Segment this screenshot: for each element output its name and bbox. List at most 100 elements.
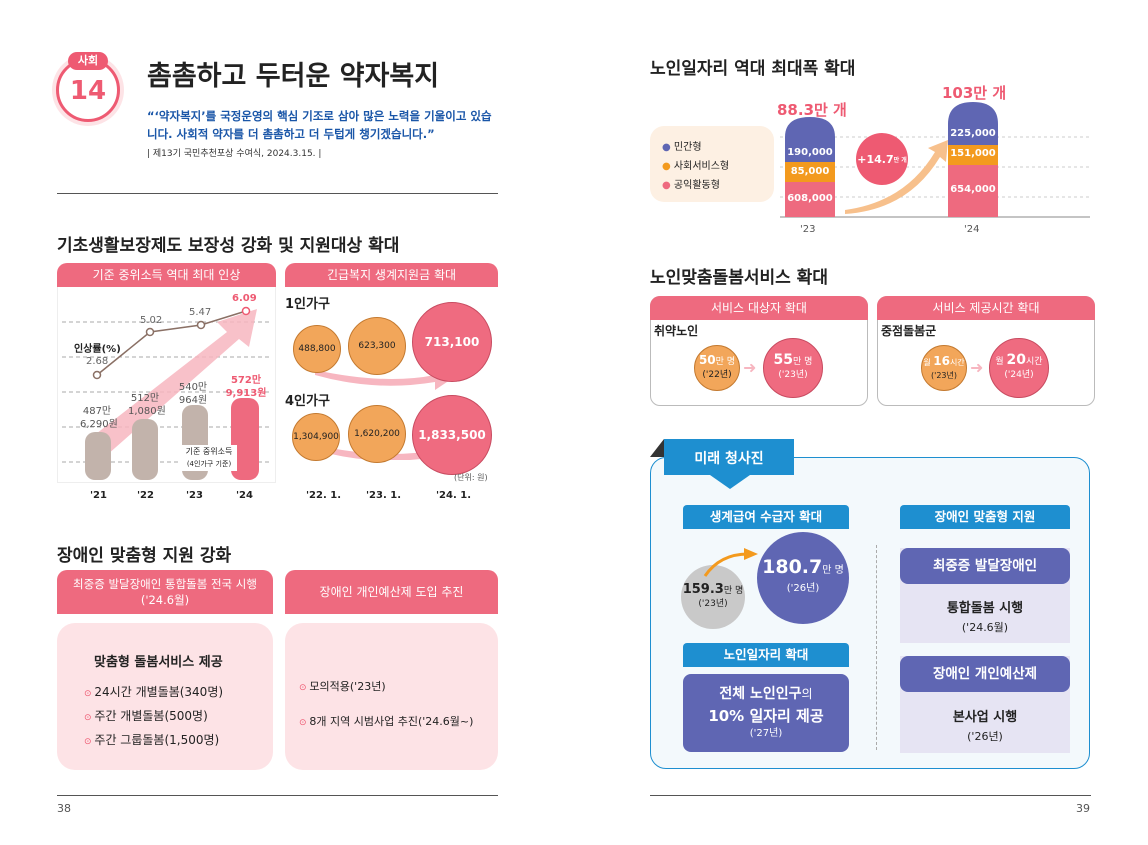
divider — [57, 193, 498, 194]
disabled-box-1-line1: 통합돌봄 시행 — [946, 601, 1024, 616]
care-hours-header: 서비스 제공시간 확대 — [877, 296, 1095, 320]
median-year-23: '23 — [186, 490, 203, 501]
care-hours-arrow-icon: ➜ — [970, 358, 984, 377]
four-person-23: 1,620,200 — [348, 405, 406, 463]
service-item-2: ⊙ 주간 개별돌봄(500명) — [84, 709, 208, 723]
rate-label: 인상률(%) — [74, 344, 121, 355]
section-title-basic-living: 기초생활보장제도 보장성 강화 및 지원대상 확대 — [57, 236, 400, 256]
disabled-box-2-title: 장애인 개인예산제 — [900, 656, 1070, 692]
growth-arrow-icon — [92, 309, 257, 455]
rate-value-22: 5.02 — [140, 315, 163, 326]
disabled-box-2-line1: 본사업 시행 — [952, 710, 1018, 725]
legend-public: ● 공익활동형 — [662, 180, 720, 191]
disabled-box-1-line2: ('24.6월) — [961, 621, 1009, 634]
care-target-sub: 취약노인 — [654, 324, 699, 338]
care-hours-24: 월 20시간('24년) — [989, 338, 1049, 398]
section-title-disabled: 장애인 맞춤형 지원 강화 — [57, 546, 232, 566]
elderly-jobs-header: 노인일자리 확대 — [683, 643, 849, 667]
rate-point-22 — [145, 327, 155, 337]
page-number-left: 38 — [57, 802, 71, 815]
jobs-legend-box — [650, 126, 774, 202]
service-item-3: ⊙ 주간 그룹돌봄(1,500명) — [84, 733, 220, 747]
page-title: 촘촘하고 두터운 약자복지 — [147, 61, 440, 92]
footer-divider-right — [650, 795, 1091, 796]
median-legend-box: 기준 중위소득(4인가구 기준) — [181, 445, 237, 471]
jobs-year-24: '24 — [964, 224, 980, 235]
page-number-right: 39 — [1076, 802, 1090, 815]
category-number: 14 — [69, 76, 107, 106]
rate-point-24 — [241, 306, 251, 316]
one-person-label: 1인가구 — [285, 297, 330, 312]
median-income-header: 기준 중위소득 역대 최대 인상 — [57, 263, 276, 287]
four-person-22: 1,304,900 — [292, 413, 340, 461]
one-person-24: 713,100 — [412, 302, 492, 382]
care-hours-sub: 중점돌봄군 — [881, 324, 937, 338]
future-tag: 미래 청사진 — [694, 451, 764, 467]
median-year-24: '24 — [236, 490, 253, 501]
median-year-21: '21 — [90, 490, 107, 501]
personal-budget-header: 장애인 개인예산제 도입 추진 — [285, 570, 498, 614]
bar-22 — [132, 419, 158, 480]
jobs-23-private: 190,000 — [787, 147, 833, 158]
care-arrow-icon: ➜ — [743, 358, 757, 377]
budget-item-2: ⊙ 8개 지역 시범사업 추진('24.6월~) — [299, 715, 474, 728]
future-tag-shape — [650, 439, 794, 489]
jobs-chart — [780, 102, 1090, 218]
care-target-22: 50만 명('22년) — [694, 345, 740, 391]
quote-source: | 제13기 국민추천포상 수여식, 2024.3.15. | — [147, 149, 322, 159]
disabled-box-1-title: 최중증 발달장애인 — [900, 548, 1070, 584]
care-target-header: 서비스 대상자 확대 — [650, 296, 868, 320]
quote-line-1: “‘약자복지’를 국정운영의 핵심 기조로 삼아 많은 노력을 기울이고 있습 — [147, 109, 492, 123]
budget-item-1: ⊙ 모의적용('23년) — [299, 680, 386, 693]
integrated-care-box — [57, 623, 273, 770]
care-hours-23: 월 16시간('23년) — [921, 345, 967, 391]
jobs-total-23: 88.3만 개 — [777, 101, 847, 119]
one-person-22: 488,800 — [293, 325, 341, 373]
emergency-unit: (단위: 원) — [454, 473, 488, 482]
emergency-header: 긴급복지 생계지원금 확대 — [285, 263, 498, 287]
median-year-22: '22 — [137, 490, 154, 501]
rate-line — [96, 310, 247, 376]
rate-value-24: 6.09 — [232, 293, 257, 304]
elderly-jobs-box: 전체 노인인구의 10% 일자리 제공 ('27년) — [683, 674, 849, 752]
rate-point-21 — [92, 370, 102, 380]
rate-value-21: 2.68 — [86, 356, 109, 367]
emergency-date-24: '24. 1. — [436, 490, 472, 501]
one-person-23: 623,300 — [348, 317, 406, 375]
service-item-1: ⊙ 24시간 개별돌봄(340명) — [84, 685, 224, 699]
four-person-24: 1,833,500 — [412, 395, 492, 475]
median-income-panel — [57, 287, 276, 483]
quote-line-2: 니다. 사회적 약자를 더 촘촘하고 더 두텁게 챙기겠습니다.” — [147, 127, 435, 141]
jobs-24-public: 654,000 — [950, 184, 996, 195]
benefit-to-circle: 180.7만 명('26년) — [757, 532, 849, 624]
four-person-label: 4인가구 — [285, 394, 330, 409]
jobs-23-public: 608,000 — [787, 193, 833, 204]
benefit-from-circle: 159.3만 명('23년) — [681, 565, 745, 629]
section-title-elderly-care: 노인맞춤돌봄서비스 확대 — [650, 268, 828, 288]
jobs-year-23: '23 — [800, 224, 816, 235]
care-target-23: 55만 명('23년) — [763, 338, 823, 398]
integrated-care-header: 최중증 발달장애인 통합돌봄 전국 시행('24.6월) — [57, 570, 273, 614]
emergency-date-22: '22. 1. — [306, 490, 342, 501]
rate-point-23 — [196, 320, 206, 330]
section-title-elderly-jobs: 노인일자리 역대 최대폭 확대 — [650, 59, 856, 79]
jobs-24-private: 225,000 — [950, 128, 996, 139]
category-label-pill: 사회 — [68, 52, 108, 70]
legend-social-service: ● 사회서비스형 — [662, 161, 730, 172]
footer-divider — [57, 795, 498, 796]
jobs-growth-arrow-icon — [845, 140, 948, 214]
benefit-arrow-icon — [703, 548, 758, 577]
bar-24 — [231, 398, 259, 480]
future-divider — [876, 545, 877, 750]
disabled-box-2-line2: ('26년) — [967, 730, 1003, 743]
benefit-header: 생계급여 수급자 확대 — [683, 505, 849, 529]
bar-21 — [85, 432, 111, 480]
service-title: 맞춤형 돌봄서비스 제공 — [94, 655, 223, 670]
disabled-future-header: 장애인 맞춤형 지원 — [900, 505, 1070, 529]
jobs-23-social: 85,000 — [790, 166, 830, 177]
